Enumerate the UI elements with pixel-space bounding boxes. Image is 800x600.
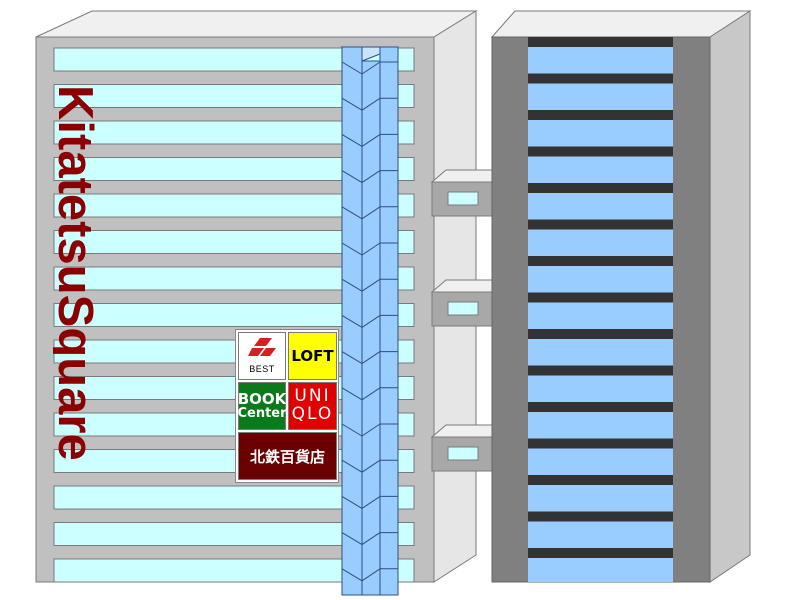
glass-mullion <box>341 459 363 473</box>
right-building-roof <box>490 10 752 38</box>
glass-mullion <box>361 170 381 184</box>
glass-mullion <box>341 314 363 328</box>
glass-mullion <box>341 351 363 365</box>
tenant-best-label: BEST <box>249 364 275 374</box>
glass-mullion <box>341 532 363 546</box>
left-window-strip <box>53 84 415 108</box>
tenant-uniqlo: UNI QLO <box>288 382 337 430</box>
best-logo-icon <box>248 338 276 356</box>
glass-mullion <box>361 278 381 292</box>
glass-mullion <box>361 314 381 328</box>
tenant-loft-label: LOFT <box>291 347 334 365</box>
floor-band <box>528 365 673 376</box>
tenant-book-center: BOOK Center <box>237 382 287 430</box>
tenant-book-center-line1: BOOK <box>237 389 287 408</box>
tenant-kitetsu-dept-store: 北鉄百貨店 <box>238 432 337 480</box>
floor-band <box>528 402 673 412</box>
glass-mullion <box>361 387 381 401</box>
left-window-strip <box>53 230 415 254</box>
glass-mullion <box>361 423 381 437</box>
glass-mullion <box>341 568 363 582</box>
building-name-text: KitatetsuSquare <box>53 85 102 461</box>
left-window-strip <box>53 47 415 72</box>
glass-mullion <box>361 61 381 75</box>
glass-mullion <box>341 423 363 437</box>
glass-mullion <box>341 206 363 220</box>
left-window-strip <box>53 522 415 546</box>
floor-band <box>528 256 673 266</box>
right-building-floor-bands <box>528 37 673 558</box>
glass-mullion <box>361 351 381 365</box>
floor-band <box>528 548 673 558</box>
floor-band <box>528 183 673 193</box>
glass-mullion <box>341 278 363 292</box>
floor-band <box>528 511 673 522</box>
glass-mullion <box>361 242 381 256</box>
glass-mullion <box>361 206 381 220</box>
left-window-strip <box>53 558 415 583</box>
right-building <box>490 10 752 583</box>
left-window-strip <box>53 485 415 510</box>
right-building-glass <box>528 37 673 582</box>
tenant-loft: LOFT <box>288 332 337 380</box>
tenant-directory-panel: BEST LOFT BOOK Center UNI QLO 北鉄百貨店 <box>235 329 339 483</box>
glass-mullion <box>341 495 363 509</box>
tenant-kitetsu-dept-store-label: 北鉄百貨店 <box>249 447 325 466</box>
glass-tower-right-face <box>379 46 399 596</box>
glass-mullion <box>361 568 381 582</box>
tenant-uniqlo-line2: QLO <box>291 404 334 424</box>
skybridge-window <box>447 446 479 461</box>
tenant-best: BEST <box>238 332 286 380</box>
glass-mullion <box>341 97 363 111</box>
skybridge-body <box>431 436 493 472</box>
left-window-strip <box>53 193 415 218</box>
skybridge-window <box>447 191 479 206</box>
tenant-book-center-line2: Center <box>237 406 287 422</box>
left-building <box>35 10 478 583</box>
floor-band <box>528 438 673 449</box>
glass-mullion <box>361 97 381 111</box>
glass-mullion <box>361 133 381 147</box>
floor-band <box>528 73 673 84</box>
left-window-strip <box>53 303 415 327</box>
floor-band <box>528 475 673 485</box>
glass-mullion <box>361 532 381 546</box>
left-building-roof <box>35 10 478 38</box>
glass-mullion <box>361 495 381 509</box>
glass-mullion <box>341 242 363 256</box>
floor-band <box>528 219 673 230</box>
floor-band <box>528 110 673 120</box>
glass-mullion <box>341 387 363 401</box>
glass-mullion <box>341 133 363 147</box>
floor-band <box>528 37 673 47</box>
glass-mullion <box>341 61 363 75</box>
glass-tower-center-face <box>361 60 381 596</box>
left-window-strip <box>53 120 415 145</box>
right-building-side <box>709 10 751 583</box>
left-window-strip <box>53 157 415 181</box>
glass-mullion <box>341 170 363 184</box>
glass-mullion <box>361 459 381 473</box>
skybridges <box>430 169 493 472</box>
glass-tower <box>340 46 399 596</box>
tenant-uniqlo-line1: UNI <box>294 386 331 407</box>
skybridge-window <box>447 301 479 316</box>
left-window-strip <box>53 266 415 291</box>
floor-band <box>528 329 673 339</box>
floor-band <box>528 146 673 157</box>
floor-band <box>528 292 673 303</box>
glass-tower-mullions <box>341 61 398 582</box>
building-name-sign: KitatetsuSquare <box>53 85 109 545</box>
left-building-windows <box>53 47 415 583</box>
